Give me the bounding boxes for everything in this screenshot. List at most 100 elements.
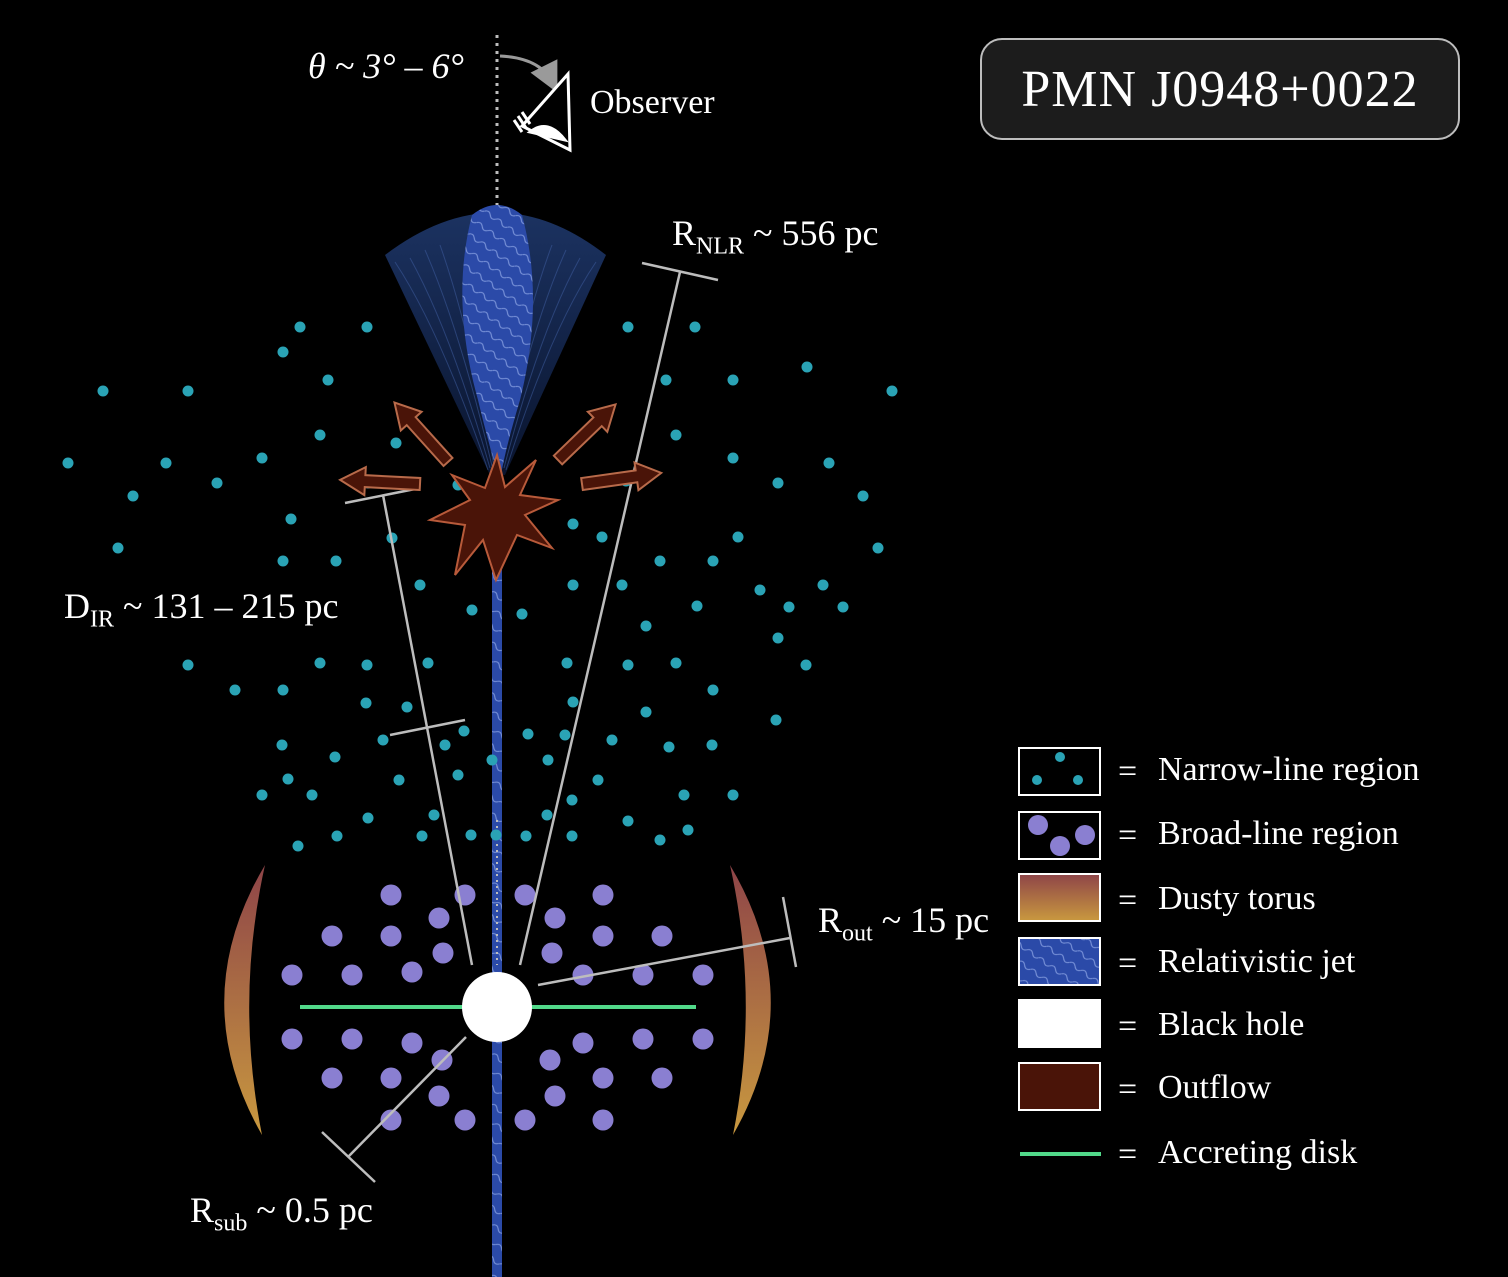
d-ir-main: D bbox=[64, 586, 90, 626]
nlr-dot bbox=[360, 697, 372, 709]
d-ir-label: DIR ~ 131 – 215 pc bbox=[64, 588, 338, 631]
nlr-dot bbox=[772, 477, 784, 489]
blr-dot bbox=[539, 1049, 561, 1071]
nlr-dot bbox=[362, 812, 374, 824]
blr-dot bbox=[281, 1028, 303, 1050]
nlr-dot bbox=[837, 601, 849, 613]
legend-item-disk: = Accreting disk bbox=[1018, 1130, 1498, 1180]
nlr-dot bbox=[256, 789, 268, 801]
r-out-label: Rout ~ 15 pc bbox=[818, 902, 989, 945]
legend-label-nlr: Narrow-line region bbox=[1158, 751, 1420, 788]
object-title-text: PMN J0948+0022 bbox=[1021, 60, 1419, 118]
blr-dot bbox=[592, 884, 614, 906]
blr-dot bbox=[651, 925, 673, 947]
blr-dot bbox=[514, 1109, 536, 1131]
outflow-arrows bbox=[338, 401, 664, 497]
nlr-dot bbox=[285, 513, 297, 525]
nlr-dot bbox=[670, 429, 682, 441]
blr-dot bbox=[380, 1067, 402, 1089]
nlr-dot bbox=[559, 729, 571, 741]
blr-dot bbox=[544, 907, 566, 929]
nlr-dot bbox=[640, 620, 652, 632]
blr-dot bbox=[428, 1085, 450, 1107]
nlr-dot bbox=[282, 773, 294, 785]
nlr-dot bbox=[754, 584, 766, 596]
nlr-dot bbox=[292, 840, 304, 852]
nlr-dot bbox=[277, 684, 289, 696]
blr-dot bbox=[341, 964, 363, 986]
nlr-dot bbox=[428, 809, 440, 821]
legend-label-disk: Accreting disk bbox=[1158, 1134, 1358, 1171]
nlr-dot bbox=[670, 657, 682, 669]
legend-equals: = bbox=[1118, 753, 1138, 790]
r-out-rest: ~ 15 pc bbox=[872, 900, 990, 940]
nlr-dot bbox=[567, 696, 579, 708]
legend-item-nlr: = Narrow-line region bbox=[1018, 747, 1498, 797]
nlr-dot bbox=[727, 374, 739, 386]
blr-dot bbox=[380, 925, 402, 947]
nlr-dot bbox=[640, 706, 652, 718]
legend-item-bh: = Black hole bbox=[1018, 1002, 1498, 1052]
blr-dot bbox=[592, 1067, 614, 1089]
nlr-dot bbox=[422, 657, 434, 669]
nlr-dot bbox=[294, 321, 306, 333]
nlr-dot bbox=[691, 600, 703, 612]
legend-equals: = bbox=[1118, 882, 1138, 919]
blr-dot bbox=[651, 1067, 673, 1089]
nlr-dot bbox=[707, 684, 719, 696]
r-nlr-sub: NLR bbox=[696, 233, 745, 260]
torus-left bbox=[224, 865, 265, 1135]
blr-dot bbox=[592, 925, 614, 947]
nlr-dot bbox=[654, 555, 666, 567]
nlr-dot bbox=[663, 741, 675, 753]
nlr-dot bbox=[541, 809, 553, 821]
nlr-dot bbox=[331, 830, 343, 842]
legend-swatch-bh bbox=[1018, 999, 1101, 1048]
blr-dot bbox=[281, 964, 303, 986]
d-ir-rest: ~ 131 – 215 pc bbox=[114, 586, 339, 626]
nlr-dot bbox=[516, 608, 528, 620]
nlr-dot bbox=[211, 477, 223, 489]
nlr-dot bbox=[377, 734, 389, 746]
blr-dot bbox=[380, 1109, 402, 1131]
nlr-dot bbox=[817, 579, 829, 591]
nlr-dot bbox=[678, 789, 690, 801]
nlr-dot bbox=[596, 531, 608, 543]
r-out-sub: out bbox=[842, 920, 873, 947]
nlr-dot bbox=[112, 542, 124, 554]
nlr-dot bbox=[622, 321, 634, 333]
nlr-dot bbox=[567, 518, 579, 530]
nlr-dot bbox=[706, 739, 718, 751]
d-ir-sub: IR bbox=[90, 606, 114, 633]
nlr-dot bbox=[660, 374, 672, 386]
legend-swatches bbox=[1018, 747, 1101, 1156]
viewing-angle-arrow bbox=[499, 54, 558, 93]
nlr-dot bbox=[654, 834, 666, 846]
nlr-dot bbox=[256, 452, 268, 464]
legend-equals: = bbox=[1118, 817, 1138, 854]
nlr-dot bbox=[872, 542, 884, 554]
nlr-dot bbox=[329, 751, 341, 763]
r-sub-label: Rsub ~ 0.5 pc bbox=[190, 1192, 373, 1235]
nlr-dot bbox=[361, 659, 373, 671]
torus-right bbox=[730, 865, 771, 1135]
nlr-dot bbox=[466, 604, 478, 616]
nlr-dot bbox=[783, 601, 795, 613]
r-nlr-label: RNLR ~ 556 pc bbox=[672, 215, 878, 258]
blr-dot bbox=[572, 964, 594, 986]
nlr-dot bbox=[229, 684, 241, 696]
nlr-dots bbox=[62, 321, 898, 852]
blr-dot bbox=[428, 907, 450, 929]
legend-label-blr: Broad-line region bbox=[1158, 815, 1399, 852]
nlr-dot bbox=[458, 725, 470, 737]
blr-dot bbox=[321, 1067, 343, 1089]
blr-dot bbox=[592, 1109, 614, 1131]
observer-label: Observer bbox=[590, 86, 715, 120]
nlr-dot bbox=[772, 632, 784, 644]
legend-label-outflow: Outflow bbox=[1158, 1069, 1272, 1106]
legend-item-outflow: = Outflow bbox=[1018, 1065, 1498, 1115]
nlr-dot bbox=[606, 734, 618, 746]
nlr-dot bbox=[732, 531, 744, 543]
nlr-dot bbox=[567, 579, 579, 591]
